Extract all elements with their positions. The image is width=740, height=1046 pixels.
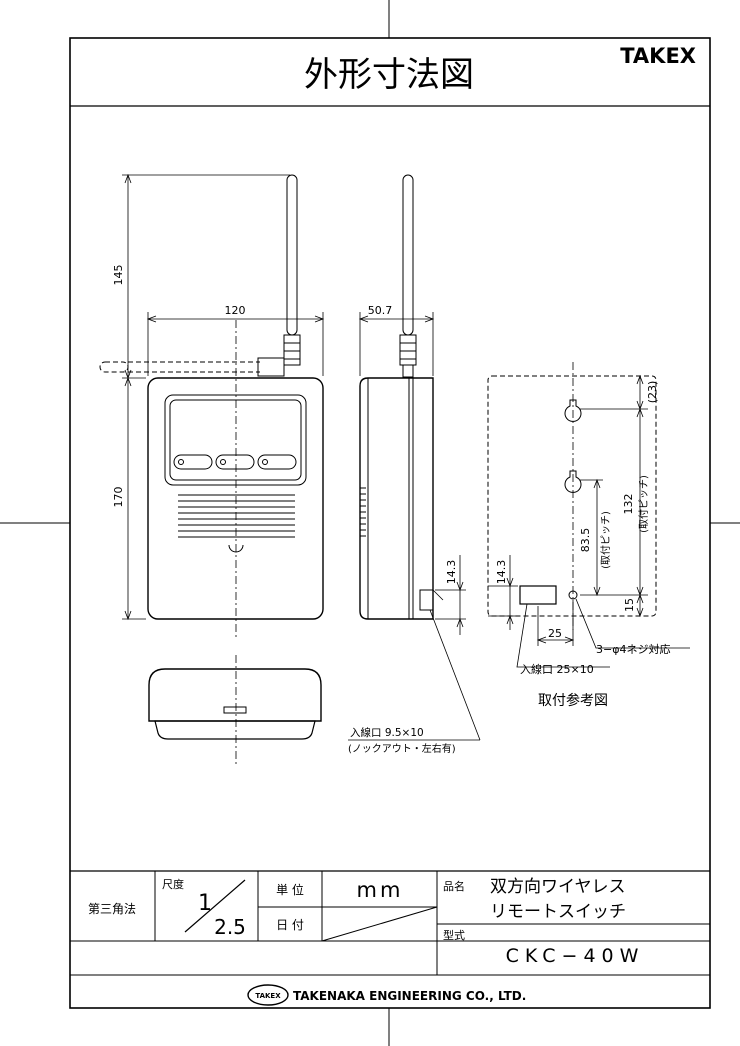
dim-mount-pitch-small-note: (取付ピッチ) xyxy=(599,511,612,569)
product-name-line2: リモートスイッチ xyxy=(490,902,626,922)
note-screw: 3−φ4ネジ対応 xyxy=(596,642,670,656)
side-body xyxy=(359,377,434,620)
company-logo-badge xyxy=(247,984,289,1006)
front-dimensions xyxy=(122,173,325,621)
note-inlet-side: 入線口 9.5×10 xyxy=(350,726,424,739)
scale-label: 尺度 xyxy=(162,877,184,891)
dim-body-height: 170 xyxy=(112,487,125,508)
scale-denominator: 2.5 xyxy=(214,915,246,939)
top-view xyxy=(148,655,322,765)
company-logo-text: TAKEX xyxy=(255,992,281,1000)
keyhole-upper xyxy=(564,399,582,422)
projection-method: 第三角法 xyxy=(88,902,136,916)
side-view xyxy=(359,174,444,620)
model-value: CKC−40W xyxy=(506,945,645,967)
page-title: 外形寸法図 xyxy=(304,55,474,95)
keyhole-lower xyxy=(564,470,582,493)
speaker-grille xyxy=(178,494,295,538)
dim-side-inlet-offset: 14.3 xyxy=(445,560,458,585)
note-inlet-mount: 入線口 25×10 xyxy=(520,662,594,676)
dim-mount-hole-offset: 25 xyxy=(548,627,562,640)
mount-dimensions xyxy=(429,374,690,741)
unit-value: mm xyxy=(357,878,404,902)
mount-view xyxy=(487,362,657,630)
dim-mount-pitch-large: 132 xyxy=(622,494,635,515)
date-label: 日 付 xyxy=(276,918,304,932)
unit-label: 単 位 xyxy=(276,882,304,897)
company-name: TAKENAKA ENGINEERING CO., LTD. xyxy=(293,989,526,1003)
dim-antenna-height: 145 xyxy=(112,265,125,286)
front-button-right xyxy=(257,454,297,470)
dim-side-depth: 50.7 xyxy=(368,304,393,317)
mount-inlet xyxy=(519,585,557,605)
brand-logo: TAKEX xyxy=(620,44,696,68)
dim-mount-pitch-small: 83.5 xyxy=(579,528,592,553)
model-label: 型式 xyxy=(443,928,465,942)
dim-mount-pitch-large-note: (取付ピッチ) xyxy=(637,475,650,533)
note-inlet-side-detail: (ノックアウト・左右有) xyxy=(348,742,456,755)
scale-numerator: 1 xyxy=(198,891,212,916)
dim-mount-inlet-offset: 14.3 xyxy=(495,560,508,585)
front-body xyxy=(147,377,324,620)
product-name-line1: 双方向ワイヤレス xyxy=(490,877,626,897)
dim-mount-top: (23) xyxy=(646,381,659,404)
side-antenna xyxy=(402,174,414,336)
dim-front-width: 120 xyxy=(225,304,246,317)
front-view xyxy=(99,174,324,640)
front-antenna xyxy=(286,174,298,336)
front-button-middle xyxy=(215,454,255,470)
title-block xyxy=(70,870,710,976)
mount-caption: 取付参考図 xyxy=(538,692,608,709)
mount-screw-hole xyxy=(568,590,578,600)
mount-outline xyxy=(487,375,657,617)
sheet-border xyxy=(69,37,711,1009)
dim-mount-bottom: 15 xyxy=(623,598,636,612)
product-label: 品名 xyxy=(443,879,465,893)
front-button-left xyxy=(173,454,213,470)
side-dimensions xyxy=(358,312,466,635)
